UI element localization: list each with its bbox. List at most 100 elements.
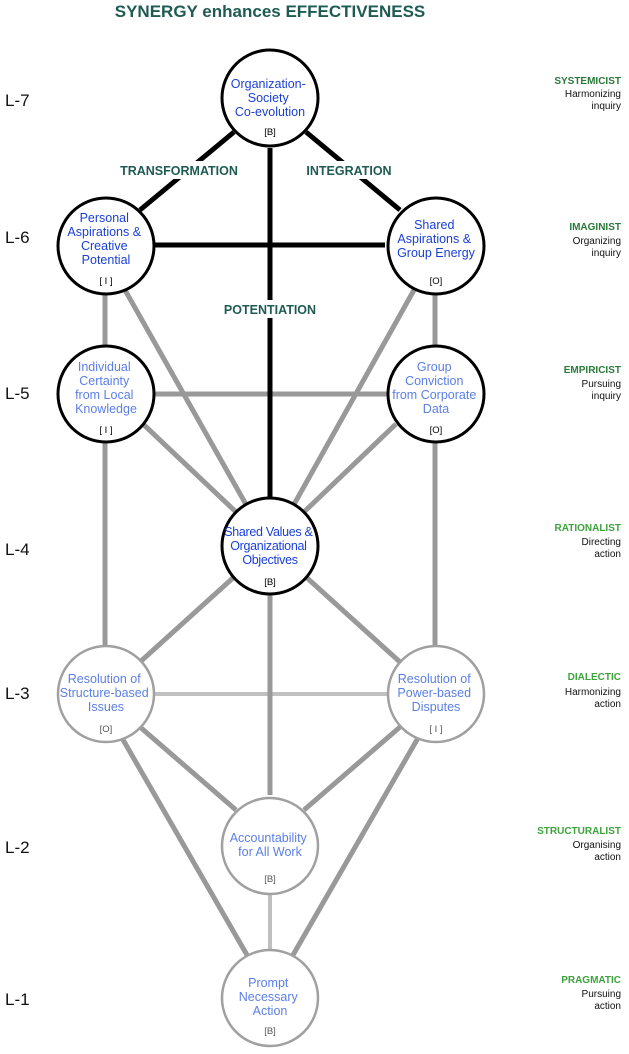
svg-text:Individual Certainty: Individual Certainty from Local Knowledg… bbox=[75, 360, 137, 416]
svg-text:Shared Values & Organiza: Shared Values & Organizational Objective… bbox=[224, 525, 316, 567]
descriptor-title-3: DIALECTIC bbox=[568, 672, 621, 683]
level-label-1: L-1 bbox=[5, 990, 30, 1009]
node-account-line2: for All Work bbox=[238, 845, 302, 859]
node-individual-certainty: Individual Certainty from Local Knowledg… bbox=[56, 344, 156, 444]
level-label-7: L-7 bbox=[5, 91, 30, 110]
edge-structure-account bbox=[138, 725, 238, 812]
node-group-line3: from Corporate bbox=[392, 388, 476, 402]
descriptor-sub1-6: Organizing bbox=[573, 236, 621, 247]
level-label-4: L-4 bbox=[5, 540, 30, 559]
node-power-tag: [ I ] bbox=[429, 724, 442, 735]
descriptor-sub1-7: Harmonizing bbox=[565, 89, 621, 100]
integration-label-bg bbox=[302, 161, 396, 179]
svg-text:Group Conviction f: Group Conviction from Corporate Data bbox=[392, 360, 480, 416]
node-values-line2: Organizational bbox=[230, 539, 306, 553]
node-structure-resolution: Resolution of Structure-based Issues [O] bbox=[56, 644, 156, 744]
level-descriptors: SYSTEMICIST Harmonizing inquiry IMAGINIS… bbox=[537, 76, 621, 1012]
edges-grey bbox=[102, 288, 438, 957]
descriptor-sub1-3: Harmonizing bbox=[565, 687, 621, 698]
node-prompt-line1: Prompt bbox=[248, 976, 289, 990]
node-org-society-tag: [B] bbox=[264, 127, 276, 138]
node-prompt-tag: [B] bbox=[264, 1026, 276, 1037]
svg-text:Resolution of Power-base: Resolution of Power-based Disputes bbox=[397, 672, 474, 714]
node-prompt-line2: Necessary bbox=[239, 990, 299, 1004]
node-power-line3: Disputes bbox=[412, 700, 461, 714]
node-personal-line4: Potential bbox=[82, 253, 131, 267]
node-structure-line3: Issues bbox=[88, 700, 124, 714]
integration-label: INTEGRATION bbox=[306, 164, 391, 178]
node-org-society-line3: Co-evolution bbox=[235, 105, 305, 119]
node-individual-line4: Knowledge bbox=[75, 402, 137, 416]
diagram-title: SYNERGY enhances EFFECTIVENESS bbox=[115, 2, 426, 21]
edge-structure-prompt bbox=[119, 736, 250, 957]
node-personal-tag: [ I ] bbox=[99, 276, 112, 287]
descriptor-title-7: SYSTEMICIST bbox=[554, 76, 621, 87]
descriptor-sub2-6: inquiry bbox=[592, 248, 621, 259]
descriptor-title-5: EMPIRICIST bbox=[564, 365, 621, 376]
node-shared-values: Shared Values & Organizational Objective… bbox=[220, 496, 320, 596]
node-org-society-line1: Organization- bbox=[231, 77, 306, 91]
transformation-label-bg bbox=[115, 161, 243, 179]
descriptor-title-6: IMAGINIST bbox=[569, 222, 621, 233]
node-personal-line2: Aspirations & bbox=[67, 225, 141, 239]
node-individual-line1: Individual bbox=[78, 360, 131, 374]
edge-group-values bbox=[302, 422, 398, 514]
node-sharedasp-line2: Aspirations & bbox=[397, 232, 471, 246]
node-prompt-action: Prompt Necessary Action [B] bbox=[220, 948, 320, 1048]
node-group-line4: Data bbox=[423, 402, 449, 416]
node-individual-tag: [ I ] bbox=[99, 425, 112, 436]
node-sharedasp-line3: Group Energy bbox=[397, 246, 476, 260]
level-label-5: L-5 bbox=[5, 384, 30, 403]
descriptor-sub1-4: Directing bbox=[582, 537, 621, 548]
descriptor-sub1-5: Pursuing bbox=[582, 379, 621, 390]
node-group-line1: Group bbox=[417, 360, 452, 374]
node-group-conviction: Group Conviction from Corporate Data [O] bbox=[386, 344, 486, 444]
edge-values-structure bbox=[138, 575, 236, 664]
svg-text:Prompt Necessary A: Prompt Necessary Action bbox=[239, 976, 302, 1018]
level-labels: L-7 L-6 L-5 L-4 L-3 L-2 L-1 bbox=[5, 91, 30, 1009]
descriptor-sub2-1: action bbox=[594, 1001, 621, 1012]
svg-text:Shared Aspirations &: Shared Aspirations & Group Energy bbox=[397, 218, 476, 260]
node-sharedasp-tag: [O] bbox=[430, 276, 443, 287]
level-label-2: L-2 bbox=[5, 838, 30, 857]
descriptor-sub1-1: Pursuing bbox=[582, 989, 621, 1000]
node-values-line1: Shared Values & bbox=[224, 525, 313, 539]
svg-text:Organization- Society: Organization- Society Co-evolution bbox=[231, 77, 310, 119]
node-personal-line1: Personal bbox=[80, 211, 129, 225]
node-prompt-line3: Action bbox=[253, 1004, 288, 1018]
node-individual-line2: Certainty bbox=[79, 374, 130, 388]
descriptor-sub2-7: inquiry bbox=[592, 101, 621, 112]
descriptor-sub2-4: action bbox=[594, 549, 621, 560]
node-values-line3: Objectives bbox=[242, 553, 297, 567]
svg-text:Accountability for All W: Accountability for All Work bbox=[230, 831, 311, 859]
node-power-line2: Power-based bbox=[397, 686, 471, 700]
node-shared-aspirations: Shared Aspirations & Group Energy [O] bbox=[386, 196, 486, 296]
descriptor-sub2-3: action bbox=[594, 699, 621, 710]
edge-sharedasp-values bbox=[289, 288, 417, 510]
descriptor-sub2-5: inquiry bbox=[592, 391, 621, 402]
node-org-society: Organization- Society Co-evolution [B] bbox=[220, 48, 320, 148]
node-org-society-line2: Society bbox=[248, 91, 290, 105]
node-group-tag: [O] bbox=[430, 425, 443, 436]
node-individual-line3: from Local bbox=[75, 388, 133, 402]
node-personal-aspirations: Personal Aspirations & Creative Potentia… bbox=[56, 196, 156, 296]
node-account-line1: Accountability bbox=[230, 831, 308, 845]
descriptor-sub2-2: action bbox=[594, 852, 621, 863]
level-label-6: L-6 bbox=[5, 228, 30, 247]
edge-individual-values bbox=[141, 422, 238, 514]
node-power-line1: Resolution of bbox=[398, 672, 471, 686]
svg-text:Personal Aspirations &: Personal Aspirations & Creative Potentia… bbox=[67, 211, 144, 267]
edge-personal-values bbox=[122, 288, 251, 510]
node-account-tag: [B] bbox=[264, 874, 276, 885]
node-structure-tag: [O] bbox=[100, 724, 113, 735]
node-accountability: Accountability for All Work [B] bbox=[220, 796, 320, 896]
descriptor-title-2: STRUCTURALIST bbox=[537, 826, 621, 837]
node-personal-line3: Creative bbox=[81, 239, 128, 253]
edge-label-group: TRANSFORMATION INTEGRATION POTENTIATION bbox=[115, 161, 396, 318]
edge-power-account bbox=[302, 725, 402, 812]
descriptor-sub1-2: Organising bbox=[573, 840, 621, 851]
descriptor-title-4: RATIONALIST bbox=[555, 523, 621, 534]
edge-power-prompt bbox=[290, 736, 421, 957]
node-structure-line1: Resolution of bbox=[68, 672, 141, 686]
